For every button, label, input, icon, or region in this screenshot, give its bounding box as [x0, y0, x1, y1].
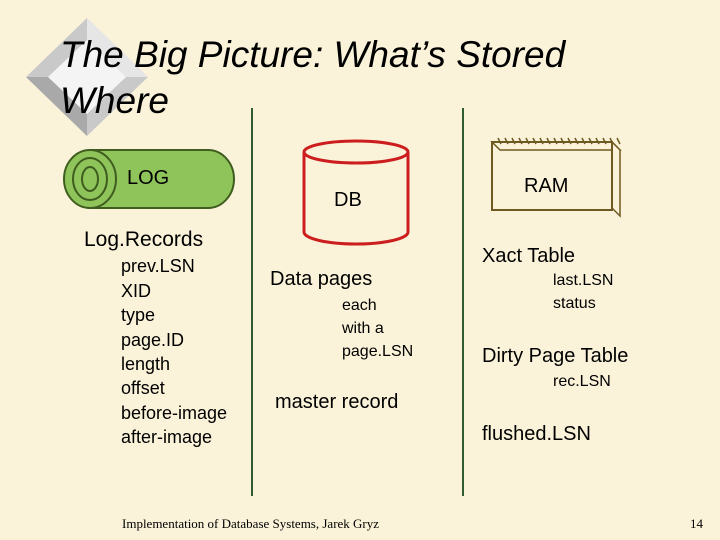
each-line: each: [342, 297, 377, 314]
db-label: DB: [334, 189, 362, 211]
slide-title: The Big Picture: What’s Stored Where: [60, 34, 566, 121]
db-cylinder-icon: [302, 139, 410, 246]
page-number: 14: [690, 516, 703, 531]
log-field: type: [121, 305, 156, 325]
log-field: page.ID: [121, 330, 185, 350]
log-tape-icon: [63, 149, 235, 209]
xact-field: last.LSN: [553, 272, 614, 289]
each-line: page.LSN: [342, 343, 414, 360]
data-pages-label: Data pages: [270, 268, 373, 290]
log-field: prev.LSN: [121, 256, 195, 276]
master-record-label: master record: [275, 391, 399, 413]
each-line: with a: [342, 320, 384, 337]
footer-credit: Implementation of Database Systems, Jare…: [122, 516, 380, 531]
xact-table-label: Xact Table: [482, 245, 576, 267]
diamond-logo: [26, 18, 148, 136]
log-field: length: [121, 354, 171, 374]
divider-left: [251, 108, 253, 496]
xact-field: status: [553, 295, 596, 312]
log-field: offset: [121, 378, 165, 398]
dirty-page-table-label: Dirty Page Table: [482, 345, 629, 367]
flushed-lsn-label: flushed.LSN: [482, 423, 591, 445]
log-records-heading: Log.Records: [84, 228, 204, 251]
log-field: after-image: [121, 427, 213, 447]
log-field: XID: [121, 281, 152, 301]
log-label: LOG: [127, 167, 170, 189]
dirty-field: rec.LSN: [553, 373, 611, 390]
ram-label: RAM: [524, 175, 569, 197]
divider-right: [462, 108, 464, 496]
log-field: before-image: [121, 403, 228, 423]
ram-chip-icon: [490, 137, 622, 218]
